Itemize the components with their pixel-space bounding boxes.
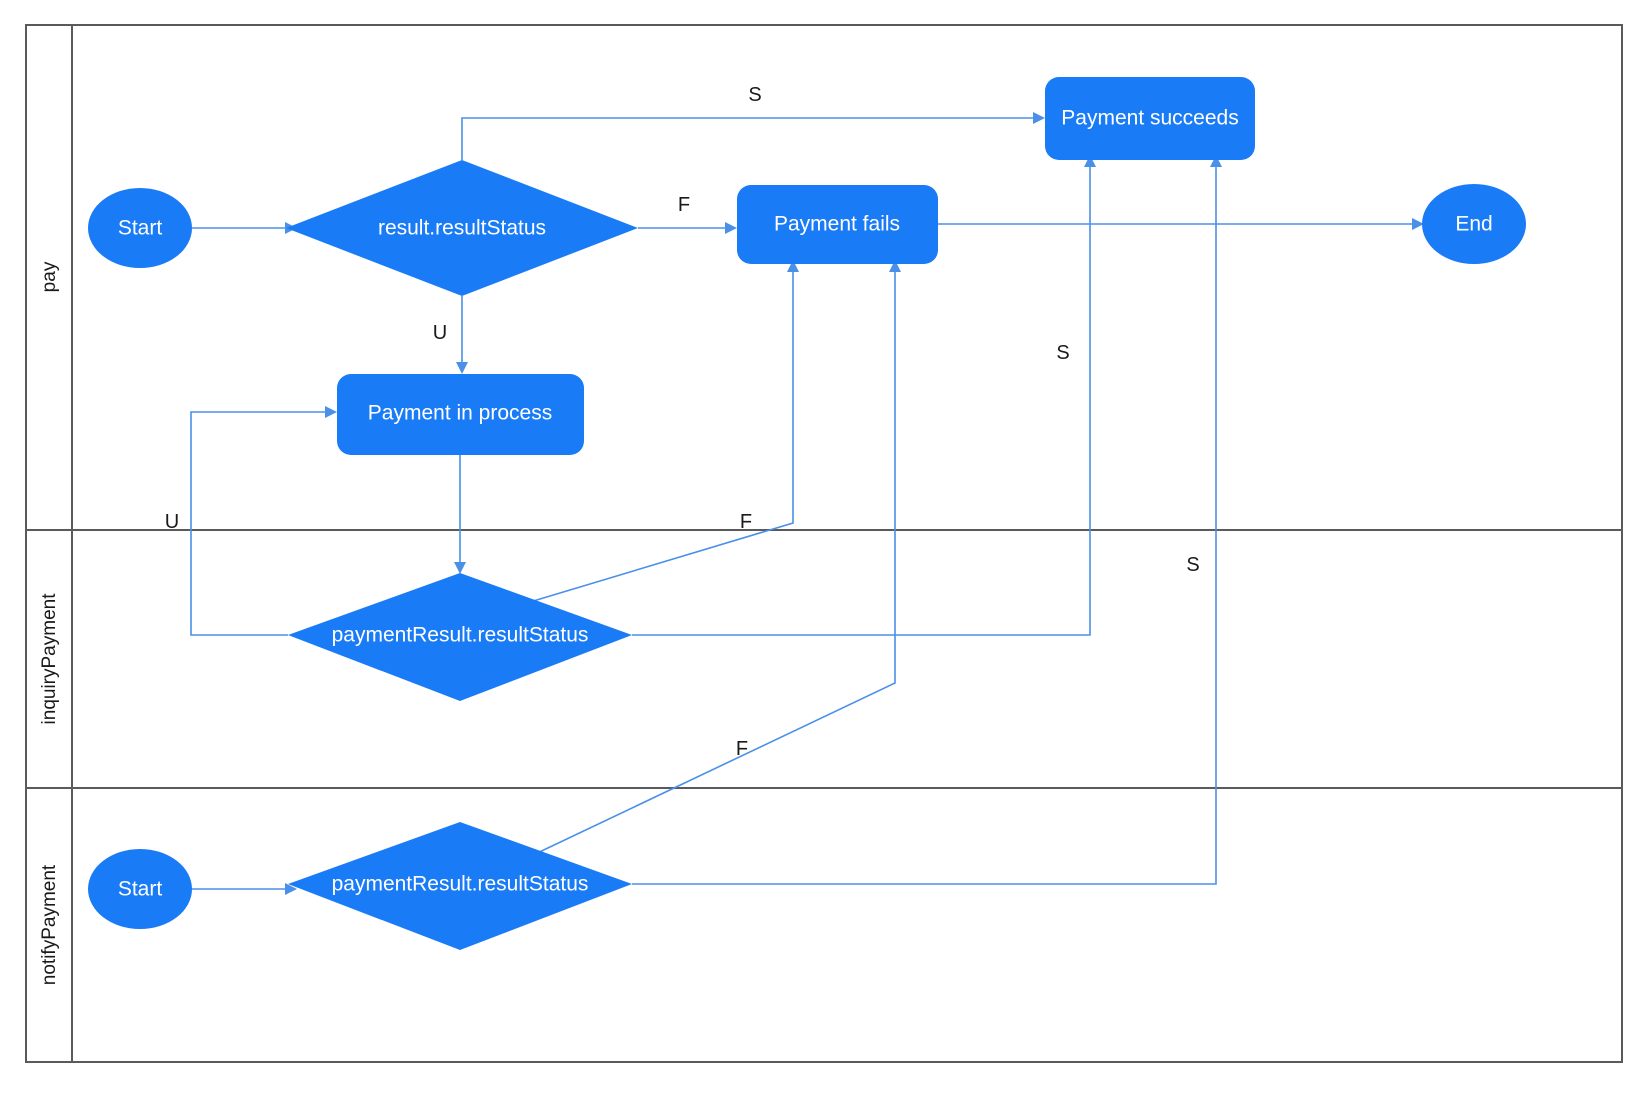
result-status-diamond[interactable] bbox=[286, 160, 638, 296]
inquiry-status-diamond[interactable] bbox=[288, 573, 632, 701]
edge-label-f-notify: F bbox=[736, 738, 748, 760]
node-inquiry-status[interactable]: paymentResult.resultStatus bbox=[288, 573, 632, 701]
edge-label-u-result: U bbox=[433, 322, 447, 344]
node-payment-fails[interactable]: Payment fails bbox=[737, 185, 938, 264]
payment-succeeds-label: Payment succeeds bbox=[1061, 107, 1238, 130]
lane-outer-border bbox=[25, 24, 1623, 1063]
payment-in-process-label: Payment in process bbox=[368, 402, 552, 425]
edge-result-fail: F bbox=[638, 194, 737, 234]
edge-fails-to-end bbox=[938, 218, 1424, 230]
edge-result-success: S bbox=[461, 84, 1045, 160]
edge-label-f-result: F bbox=[678, 194, 690, 216]
payment-succeeds-box[interactable] bbox=[1045, 77, 1255, 160]
lane-label-notify: notifyPayment bbox=[39, 864, 60, 985]
start-pay-ellipse[interactable] bbox=[88, 188, 192, 268]
swimlane-frame bbox=[25, 24, 1623, 1063]
inquiry-status-label: paymentResult.resultStatus bbox=[332, 624, 589, 647]
edge-result-unknown: U bbox=[433, 296, 468, 374]
edge-label-s-notify: S bbox=[1186, 554, 1199, 576]
edge-process-to-inquiry bbox=[454, 455, 466, 574]
payment-in-process-box[interactable] bbox=[337, 374, 584, 455]
node-start-notify[interactable]: Start bbox=[88, 849, 192, 929]
lane-label-inquiry: inquiryPayment bbox=[39, 593, 60, 725]
payment-fails-label: Payment fails bbox=[774, 213, 900, 236]
start-notify-ellipse[interactable] bbox=[88, 849, 192, 929]
node-end-pay[interactable]: End bbox=[1422, 184, 1526, 264]
edges-layer: S F U bbox=[165, 84, 1424, 895]
edge-label-s-result: S bbox=[748, 84, 761, 106]
lane-label-pay-text: pay bbox=[39, 261, 60, 292]
lane-label-notify-text: notifyPayment bbox=[39, 864, 60, 985]
node-start-pay[interactable]: Start bbox=[88, 188, 192, 268]
edge-inquiry-unknown: U bbox=[165, 406, 337, 636]
lane-label-inquiry-text: inquiryPayment bbox=[39, 593, 60, 725]
notify-status-label: paymentResult.resultStatus bbox=[332, 873, 589, 896]
result-status-label: result.resultStatus bbox=[378, 217, 546, 240]
end-pay-label: End bbox=[1455, 213, 1492, 236]
end-pay-ellipse[interactable] bbox=[1422, 184, 1526, 264]
node-result-status[interactable]: result.resultStatus bbox=[286, 160, 638, 296]
edge-label-f-inquiry: F bbox=[740, 511, 752, 533]
edge-inquiry-fail: F bbox=[529, 260, 799, 603]
node-payment-succeeds[interactable]: Payment succeeds bbox=[1045, 77, 1255, 160]
edge-inquiry-success: S bbox=[632, 155, 1096, 636]
nodes-layer: Start result.resultStatus Payment succee… bbox=[88, 77, 1526, 950]
node-notify-status[interactable]: paymentResult.resultStatus bbox=[288, 822, 632, 950]
payment-fails-box[interactable] bbox=[737, 185, 938, 264]
edge-notify-start-to-status bbox=[192, 883, 297, 895]
node-payment-in-process[interactable]: Payment in process bbox=[337, 374, 584, 455]
notify-status-diamond[interactable] bbox=[288, 822, 632, 950]
start-pay-label: Start bbox=[118, 217, 163, 240]
edge-notify-success: S bbox=[632, 155, 1222, 885]
edge-start-to-result bbox=[192, 222, 297, 234]
start-notify-label: Start bbox=[118, 878, 163, 901]
lane-label-pay: pay bbox=[39, 261, 60, 292]
edge-label-u-inquiry: U bbox=[165, 511, 179, 533]
edge-notify-fail: F bbox=[530, 260, 901, 857]
edge-label-s-inquiry: S bbox=[1056, 342, 1069, 364]
